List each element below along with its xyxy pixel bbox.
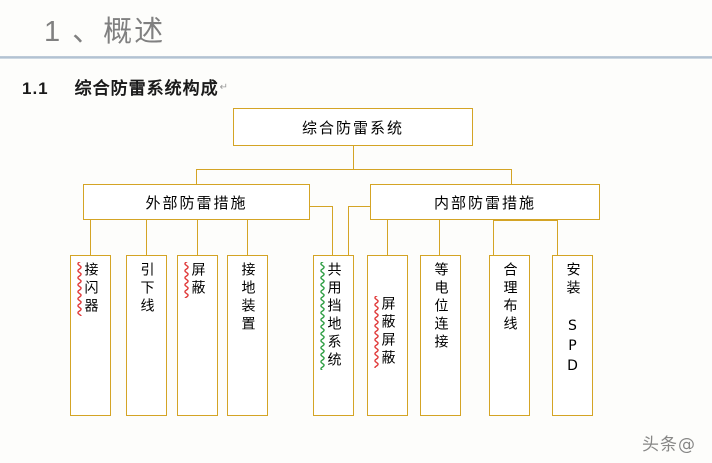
watermark: 头条@ (642, 435, 696, 455)
chart-leaf-9: 安装 SPD (552, 255, 593, 416)
chart-leaf-3: 屏蔽 (177, 255, 218, 416)
connector-elbow-internal-side-v (348, 206, 349, 255)
chart-leaf-6-label: 屏蔽屏蔽 (379, 296, 396, 368)
connector-branch-bus (196, 169, 512, 170)
chart-leaf-3-label: 屏蔽 (189, 262, 206, 298)
chart-leaf-5-label: 共用挡地系统 (325, 262, 342, 370)
chart-leaf-6: 屏蔽屏蔽 (367, 255, 408, 416)
connector-leaf-drop-8 (439, 220, 440, 255)
chart-leaf-5: 共用挡地系统 (313, 255, 354, 416)
chart-leaf-4: 接地装置 (227, 255, 268, 416)
paragraph-mark-icon: ↵ (219, 82, 229, 93)
section-title: 综合防雷系统构成 (74, 79, 219, 98)
chart-node-branch-external-label: 外部防雷措施 (145, 193, 248, 212)
connector-leaf-drop-9 (493, 220, 494, 255)
connector-leaf-drop-9b (557, 220, 558, 255)
chart-node-branch-internal: 内部防雷措施 (370, 184, 600, 220)
chart-node-branch-internal-label: 内部防雷措施 (433, 193, 536, 212)
chart-node-root-label: 综合防雷系统 (301, 118, 404, 137)
connector-elbow-internal-side-h (348, 206, 370, 207)
section-number: 1.1 (22, 79, 49, 98)
chart-leaf-2-label: 引下线 (138, 262, 155, 316)
connector-elbow-external-side-v (332, 206, 333, 255)
connector-branch-drop-right (511, 169, 512, 184)
chart-leaf-2: 引下线 (126, 255, 167, 416)
connector-leaf-drop-4 (247, 220, 248, 255)
title-divider (0, 56, 712, 59)
chart-leaf-4-label: 接地装置 (239, 262, 256, 334)
connector-leaf-bus-right (493, 220, 558, 221)
chart-leaf-1-label: 接闪器 (82, 262, 99, 316)
page-title: 1 、概述 (44, 16, 166, 48)
chart-node-root: 综合防雷系统 (233, 108, 473, 146)
connector-root-stem (353, 146, 354, 169)
chart-leaf-8-label: 合理布线 (501, 262, 518, 334)
chart-leaf-7: 等电位连接 (420, 255, 461, 416)
chart-leaf-8: 合理布线 (489, 255, 530, 416)
connector-leaf-drop-7 (387, 220, 388, 255)
connector-elbow-external-side-h (310, 206, 332, 207)
chart-leaf-7-label: 等电位连接 (432, 262, 449, 352)
connector-leaf-drop-3 (197, 220, 198, 255)
connector-leaf-drop-1 (90, 220, 91, 255)
section-heading: 1.1 综合防雷系统构成↵ (22, 74, 228, 99)
connector-branch-drop-left (196, 169, 197, 184)
chart-leaf-9-label: 安装 SPD (564, 262, 581, 378)
chart-node-branch-external: 外部防雷措施 (83, 184, 310, 220)
connector-leaf-drop-2 (146, 220, 147, 255)
chart-leaf-1: 接闪器 (70, 255, 111, 416)
